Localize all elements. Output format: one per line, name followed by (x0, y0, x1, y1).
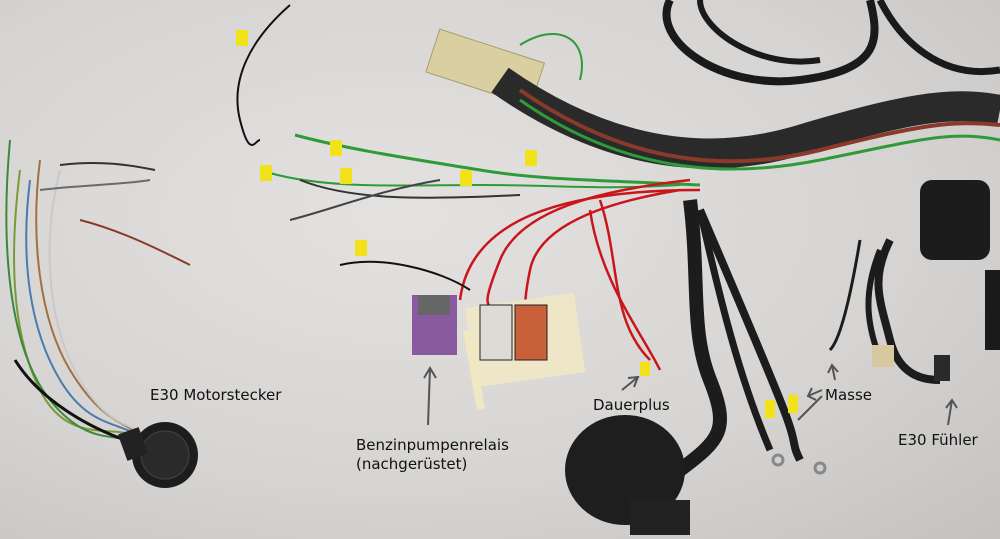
motorstecker-connector (117, 422, 198, 488)
yellow-tags (236, 30, 798, 418)
main-harness (491, 0, 1000, 171)
label-fuehler: E30 Fühler (898, 431, 978, 449)
label-motorstecker: E30 Motorstecker (150, 386, 282, 404)
round-connector (565, 415, 685, 525)
relay-orange (514, 304, 548, 361)
motorstecker-wires (5, 139, 191, 447)
label-masse: Masse (825, 386, 872, 404)
label-relais-line2: (nachgerüstet) (356, 455, 468, 473)
label-relais-line1: Benzinpumpenrelais (356, 436, 509, 454)
annotation-arrows (423, 363, 958, 426)
label-benzinpumpenrelais: Benzinpumpenrelais (nachgerüstet) (356, 436, 509, 474)
relay-white (479, 304, 513, 361)
label-dauerplus: Dauerplus (593, 396, 670, 414)
